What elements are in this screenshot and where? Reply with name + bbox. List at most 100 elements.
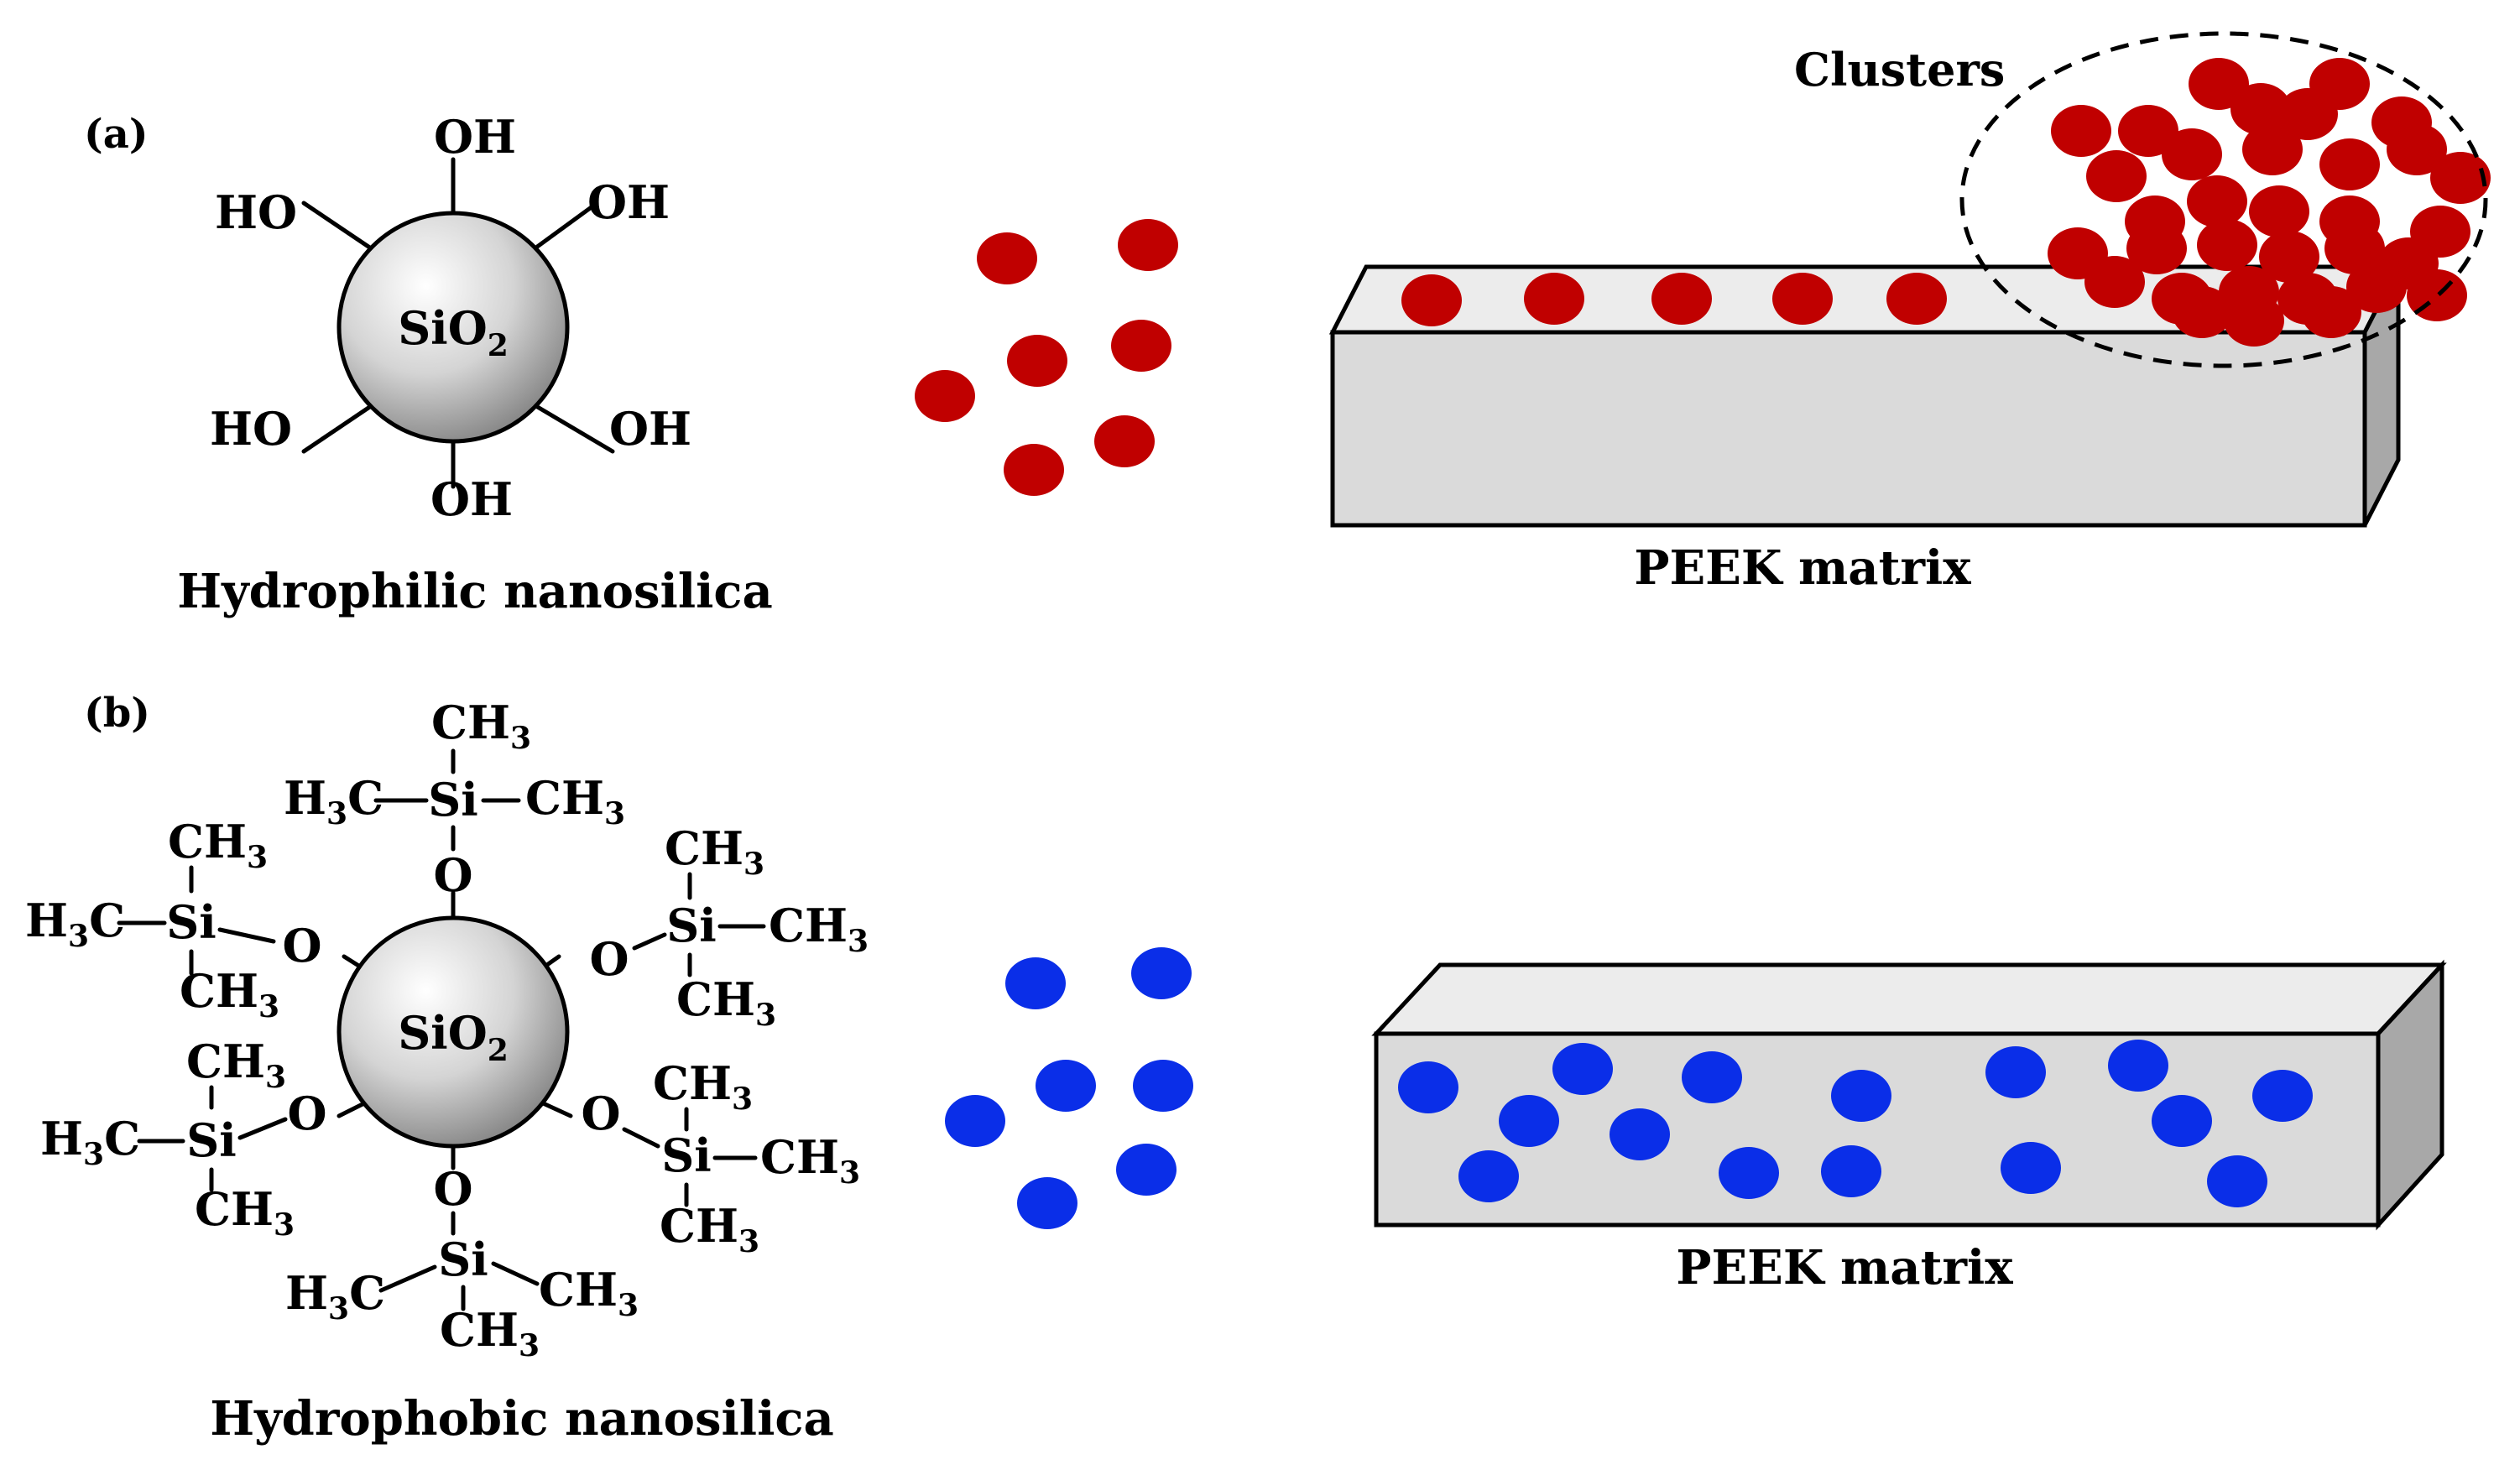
hydroxyl-group-lower-left: HO: [210, 402, 292, 456]
silica-core-b: [337, 915, 570, 1149]
hydrophilic-particle: [1094, 415, 1155, 467]
surface-particle: [1401, 274, 1462, 326]
dispersed-particle: [2108, 1040, 2168, 1092]
hydrophilic-particle: [1118, 219, 1178, 271]
hydrophilic-particle: [1111, 320, 1171, 372]
hydrophilic-particle: [977, 232, 1037, 284]
hydrophobic-particle: [1005, 957, 1066, 1009]
bottom-oxygen: O: [433, 1162, 472, 1216]
dispersed-particle: [1682, 1051, 1742, 1103]
hydrophobic-particle: [1133, 1060, 1193, 1112]
dispersed-particle: [1499, 1095, 1559, 1147]
hydroxyl-group-bottom: OH: [430, 472, 513, 526]
surface-particle: [1524, 273, 1584, 325]
ur-ch3-right: CH3: [769, 899, 869, 959]
cluster-particle: [2230, 83, 2291, 135]
top-h3c: H3C: [284, 771, 383, 831]
lr-oxygen: O: [581, 1087, 620, 1140]
core-label-a: SiO2: [398, 301, 509, 363]
surface-particles-a: [1401, 273, 1947, 326]
cluster-particle: [2118, 105, 2178, 157]
dispersed-particle: [1821, 1145, 1881, 1197]
dispersed-particle: [1458, 1150, 1519, 1202]
core-label-b: SiO2: [398, 1006, 509, 1068]
hydrophilic-particle: [1004, 444, 1064, 496]
panel-a-label: (a): [84, 111, 149, 158]
ul-si: Si: [166, 895, 217, 949]
lr-si: Si: [661, 1129, 712, 1182]
matrix-caption-b: PEEK matrix: [1676, 1240, 2013, 1295]
hydrophilic-nanosilica-molecule: SiO2 OH OH HO HO OH OH: [210, 110, 691, 526]
hydrophobic-particle: [1116, 1144, 1177, 1196]
ur-ch3-bottom: CH3: [676, 972, 776, 1033]
ul-ch3-bottom: CH3: [180, 964, 279, 1024]
hydrophobic-particle: [1131, 947, 1192, 999]
lr-ch3: CH3: [653, 1056, 753, 1117]
hydrophilic-particle: [1007, 335, 1067, 387]
ll-oxygen: O: [287, 1087, 326, 1140]
cluster-particle: [2346, 261, 2407, 313]
cluster-particle: [2430, 152, 2491, 204]
surface-particle: [1886, 273, 1947, 325]
top-si: Si: [428, 773, 478, 826]
bottom-ch3: CH3: [440, 1303, 540, 1363]
hydroxyl-group-top: OH: [434, 110, 516, 164]
dispersed-particle: [1831, 1070, 1891, 1122]
bottom-ch3-right: CH3: [539, 1263, 639, 1323]
dispersed-particle: [2207, 1155, 2267, 1207]
hydroxyl-group-lower-right: OH: [609, 402, 691, 456]
ul-ch3: CH3: [168, 815, 268, 875]
ur-oxygen: O: [589, 932, 629, 986]
hydrophilic-particle: [915, 370, 975, 422]
cluster-particle: [2324, 222, 2385, 274]
ll-si: Si: [186, 1113, 237, 1167]
top-oxygen: O: [433, 848, 472, 902]
cluster-particle: [2126, 222, 2187, 274]
cluster-particle: [2172, 286, 2232, 338]
dispersed-particle: [1985, 1046, 2046, 1098]
cluster-particle: [2249, 185, 2309, 237]
bottom-h3c: H3C: [285, 1266, 385, 1327]
matrix-caption-a: PEEK matrix: [1634, 540, 1971, 596]
panel-b-label: (b): [84, 690, 150, 737]
hydrophobic-particle: [945, 1095, 1005, 1147]
hydrophilic-free-particles: [915, 219, 1178, 496]
ll-ch3-bottom: CH3: [195, 1182, 295, 1243]
hydrophobic-free-particles: [945, 947, 1193, 1229]
ll-h3c: H3C: [40, 1112, 140, 1172]
hydrophobic-particle: [1017, 1177, 1077, 1229]
cluster-particle: [2051, 105, 2111, 157]
hydrophobic-nanosilica-molecule: SiO2 CH3 H3C Si CH3 O CH3 H3C Si O CH3 C…: [25, 696, 869, 1363]
hydrophobic-particle: [1036, 1060, 1096, 1112]
dispersed-particles-b: [1398, 1040, 2313, 1207]
dispersed-particle: [1610, 1108, 1670, 1160]
particle-cluster: [2048, 58, 2491, 347]
dispersed-particle: [1552, 1043, 1613, 1095]
cluster-particle: [2187, 175, 2247, 227]
cluster-particle: [2084, 256, 2145, 308]
ll-ch3: CH3: [186, 1035, 286, 1095]
cluster-particle: [2242, 123, 2303, 175]
clusters-label: Clusters: [1794, 43, 2005, 96]
surface-particle: [1651, 273, 1712, 325]
dispersed-particle: [1398, 1061, 1458, 1113]
lr-ch3-right: CH3: [760, 1130, 860, 1191]
top-ch3: CH3: [431, 696, 531, 756]
dispersed-particle: [2252, 1070, 2313, 1122]
hydrophobic-caption: Hydrophobic nanosilica: [210, 1391, 834, 1447]
cluster-particle: [2162, 128, 2222, 180]
cluster-outline: [1959, 31, 2488, 368]
silica-core-a: [337, 211, 570, 444]
cluster-particle: [2224, 295, 2284, 347]
ur-si: Si: [666, 899, 717, 952]
ul-h3c: H3C: [25, 894, 125, 954]
cluster-particle: [2259, 231, 2319, 283]
dispersed-particle: [1719, 1147, 1779, 1199]
top-ch3-right: CH3: [525, 771, 625, 831]
cluster-particle: [2319, 138, 2380, 190]
hydrophilic-caption: Hydrophilic nanosilica: [177, 564, 773, 619]
cluster-particle: [2301, 286, 2361, 338]
bottom-si: Si: [438, 1233, 488, 1286]
dispersed-particle: [2001, 1142, 2061, 1194]
